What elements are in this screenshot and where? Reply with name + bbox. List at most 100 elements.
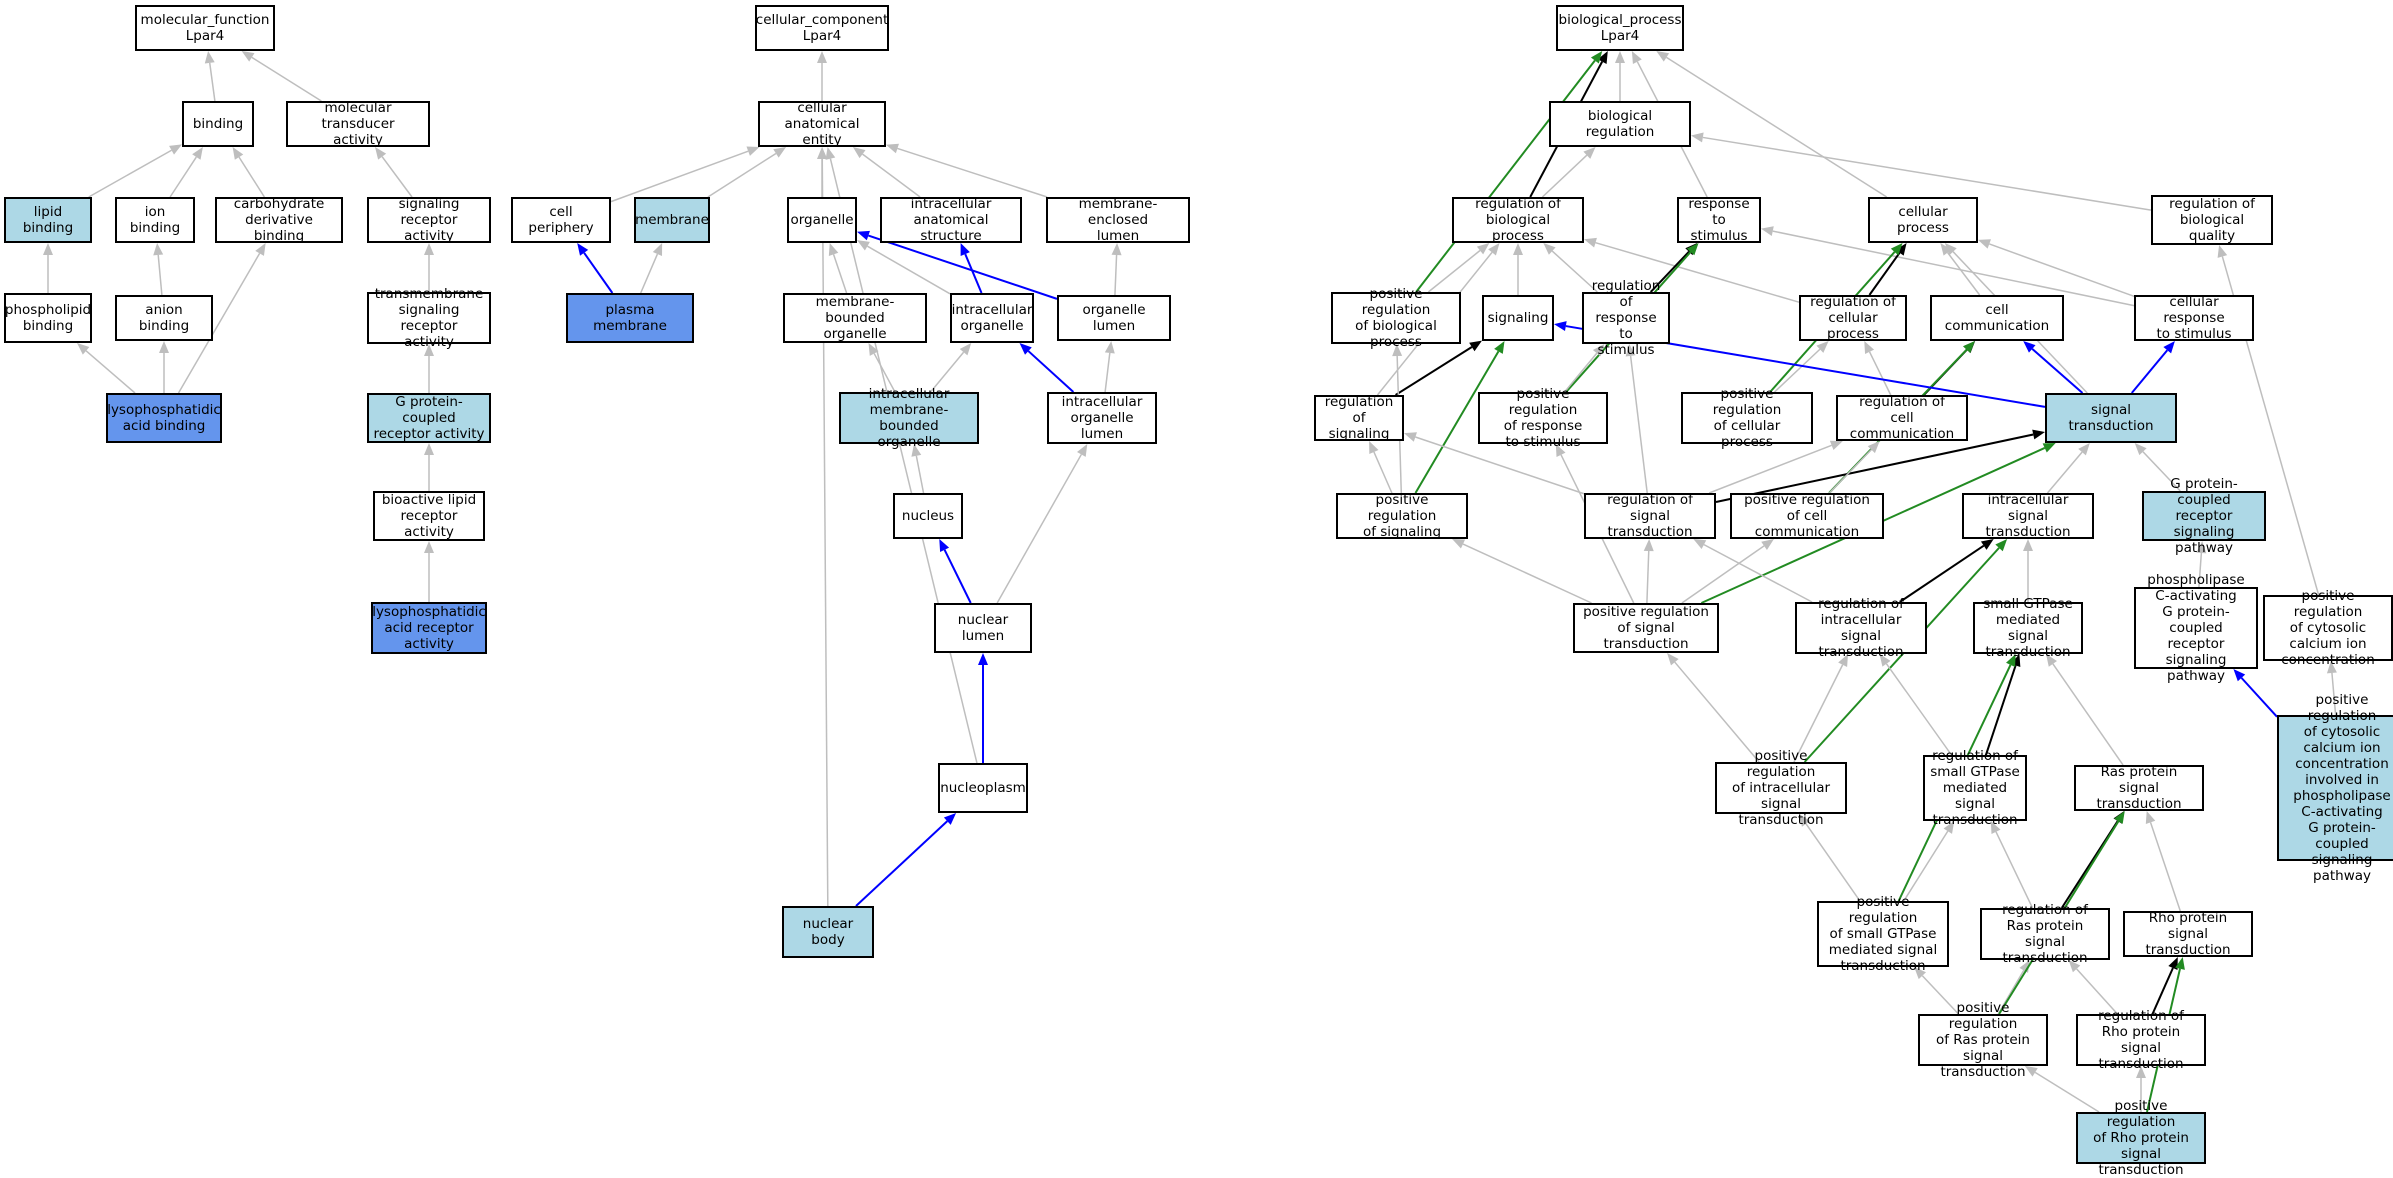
edge-arrowhead <box>2145 811 2156 824</box>
edge-is-a <box>1104 352 1111 393</box>
edge-is-a <box>1828 449 1872 494</box>
edge-arrowhead <box>652 243 663 256</box>
edge-is-a <box>2076 968 2119 1015</box>
edge-arrowhead <box>1494 341 1505 354</box>
edge-arrowhead <box>1513 243 1523 255</box>
go-term-node: positive regulation of biological proces… <box>1331 286 1461 350</box>
edge-is-a <box>177 253 261 394</box>
edge-arrowhead <box>2196 541 2207 554</box>
edge-arrowhead <box>2032 429 2045 440</box>
edge-is-a <box>1805 823 1861 902</box>
go-term-node: response to stimulus <box>1677 196 1761 244</box>
edge-is-a <box>1427 249 1481 293</box>
edge-arrowhead <box>959 343 972 356</box>
edge-is-a <box>1551 250 1598 293</box>
edge-part-of <box>964 253 983 294</box>
edge-is-a <box>251 56 322 102</box>
edge-is-a <box>897 147 1048 198</box>
edge-arrowhead <box>1693 539 1707 550</box>
edge-arrowhead <box>1686 243 1699 256</box>
edge-regulates <box>1395 346 1473 396</box>
go-term-node: nucleus <box>893 493 963 539</box>
edge-is-a <box>208 62 216 102</box>
go-term-node: membrane-bounded organelle <box>783 293 927 343</box>
edge-arrowhead <box>1829 440 1843 451</box>
go-term-node: intracellular organelle lumen <box>1047 392 1157 444</box>
edge-arrowhead <box>773 147 787 158</box>
edge-arrowhead <box>2217 245 2228 258</box>
edge-arrowhead <box>2023 539 2033 551</box>
go-term-node: carbohydrate derivative binding <box>215 196 343 244</box>
edge-arrowhead <box>2175 957 2185 970</box>
edge-is-a <box>169 156 197 198</box>
go-term-node: positive regulation of Rho protein signa… <box>2076 1098 2206 1178</box>
go-term-node: anion binding <box>115 295 213 341</box>
edge-arrowhead <box>1890 243 1903 256</box>
edge-is-a <box>1903 830 1949 902</box>
edge-is-a <box>1646 550 1650 604</box>
edge-arrowhead <box>1476 243 1490 255</box>
edge-arrowhead <box>1761 226 1774 236</box>
edge-arrowhead <box>1615 51 1625 63</box>
edge-arrowhead <box>241 51 255 62</box>
edge-part-of <box>583 252 614 294</box>
edge-arrowhead <box>1990 821 2001 834</box>
edge-arrowhead <box>1995 539 2008 552</box>
edge-positively-regulates <box>1414 350 1500 494</box>
go-term-node: cellular process <box>1868 197 1978 243</box>
go-term-node: positive regulation of signal transducti… <box>1573 603 1719 653</box>
go-term-node: regulation of cellular process <box>1799 294 1907 342</box>
go-term-node: positive regulation of intracellular sig… <box>1715 748 1847 828</box>
edge-arrowhead <box>2326 661 2337 674</box>
edge-arrowhead <box>424 243 434 255</box>
go-term-node: plasma membrane <box>566 293 694 343</box>
go-term-node: Rho protein signal transduction <box>2123 910 2253 958</box>
edge-arrowhead <box>1761 539 1774 550</box>
edge-is-a <box>1995 831 2034 909</box>
edge-arrowhead <box>204 51 215 64</box>
go-term-node: binding <box>182 101 254 147</box>
go-term-node: regulation of response to stimulus <box>1582 278 1670 358</box>
edge-arrowhead <box>825 147 836 160</box>
edge-is-a <box>1921 975 1960 1015</box>
go-term-node: regulation of intracellular signal trans… <box>1795 596 1927 660</box>
edge-arrowhead <box>169 144 182 155</box>
edge-part-of <box>2031 348 2084 394</box>
edge-arrowhead <box>1631 51 1642 64</box>
edge-arrowhead <box>1944 243 1957 256</box>
edge-arrowhead <box>2233 669 2246 682</box>
go-term-node: small GTPase mediated signal transductio… <box>1973 596 2083 660</box>
edge-arrowhead <box>1864 341 1875 354</box>
go-term-node: signaling receptor activity <box>367 196 491 244</box>
edge-arrowhead <box>1452 539 1466 549</box>
edge-arrowhead <box>1940 243 1952 256</box>
edge-part-of <box>2130 349 2169 394</box>
edge-arrowhead <box>1111 243 1122 256</box>
edge-arrowhead <box>375 147 387 160</box>
edge-is-a <box>707 152 777 198</box>
edge-arrowhead <box>1554 321 1567 331</box>
go-term-node: membrane <box>634 197 710 243</box>
edge-arrowhead <box>192 147 203 160</box>
edge-arrowhead <box>1799 814 1811 827</box>
edge-is-a <box>2198 552 2203 588</box>
edge-is-a <box>640 253 659 294</box>
edge-arrowhead <box>1555 444 1566 457</box>
go-term-node: regulation of biological process <box>1452 196 1584 244</box>
edge-is-a <box>1708 444 1832 494</box>
edge-arrowhead <box>1667 653 1679 666</box>
go-term-node: intracellular anatomical structure <box>880 196 1022 244</box>
go-term-node: G protein-coupled receptor activity <box>367 393 491 443</box>
edge-arrowhead <box>746 146 760 156</box>
edge-is-a <box>88 149 172 198</box>
go-term-node: cellular_component Lpar4 <box>755 5 889 51</box>
go-term-node: transmembrane signaling receptor activit… <box>367 286 491 350</box>
go-term-node: regulation of signal transduction <box>1584 492 1716 540</box>
go-term-node: organelle <box>787 197 857 243</box>
edge-arrowhead <box>868 343 879 356</box>
edge-is-a <box>2046 451 2083 494</box>
edge-is-a <box>1674 661 1760 763</box>
edge-is-a <box>2142 451 2181 492</box>
edge-arrowhead <box>424 443 434 455</box>
